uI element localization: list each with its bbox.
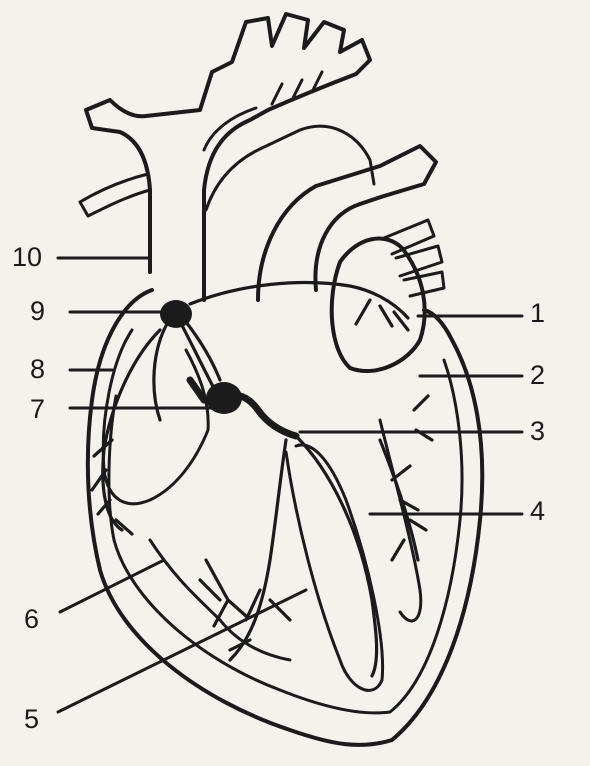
label-1: 1	[530, 300, 545, 327]
label-3: 3	[530, 418, 545, 445]
heart-outer-wall	[88, 290, 482, 745]
label-10: 10	[12, 244, 42, 271]
label-9: 9	[30, 298, 45, 325]
left-atrium	[332, 239, 425, 372]
internodal-middle	[186, 322, 220, 380]
purkinje-fibers-apex	[230, 590, 290, 650]
leader-5	[58, 590, 306, 712]
label-4: 4	[530, 498, 545, 525]
label-8: 8	[30, 356, 45, 383]
label-2: 2	[530, 362, 545, 389]
right-bundle-branch	[230, 440, 286, 660]
conduction-system	[92, 283, 432, 676]
internodal-posterior	[154, 322, 168, 420]
label-7: 7	[30, 396, 45, 423]
label-6: 6	[24, 606, 39, 633]
label-5: 5	[24, 706, 39, 733]
internodal-anterior	[176, 314, 218, 396]
bachmann-bundle	[190, 283, 408, 318]
purkinje-fibers-right	[200, 560, 246, 626]
left-atrium-branches	[356, 300, 408, 330]
pulmonary-trunk	[258, 146, 436, 300]
leader-6	[60, 560, 164, 612]
pulmonary-veins	[384, 220, 444, 296]
ventricular-septum	[286, 420, 421, 690]
